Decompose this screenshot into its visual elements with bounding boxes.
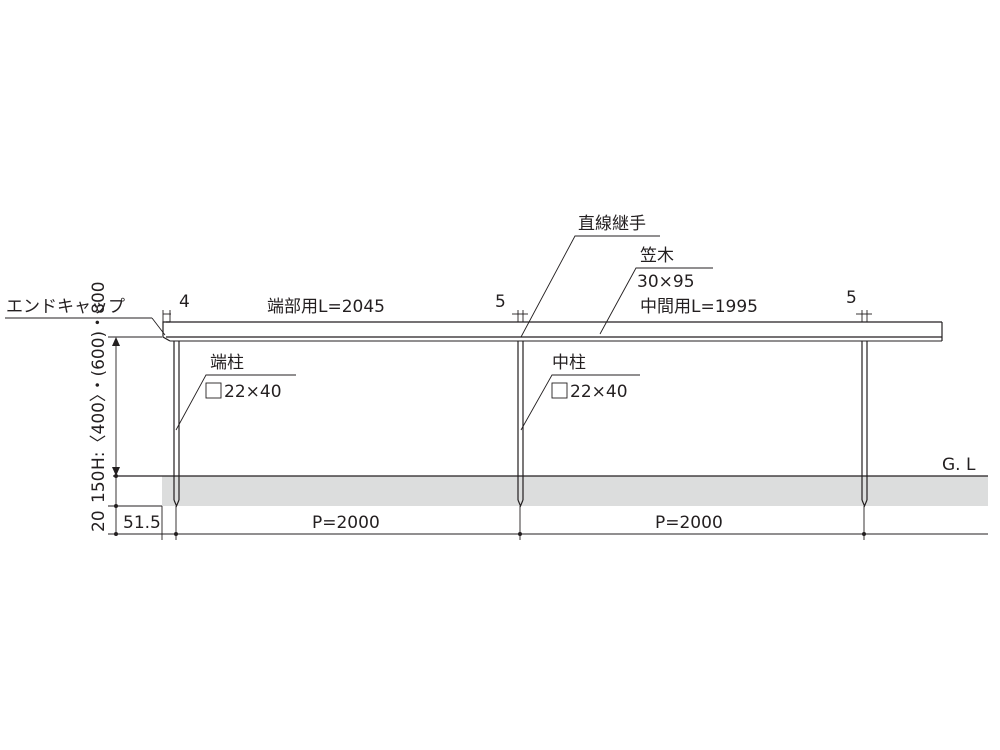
gap-end-label: 4 bbox=[179, 292, 190, 312]
end-cap-label: エンドキャップ bbox=[6, 297, 125, 317]
rail-mid-length-label: 中間用L=1995 bbox=[640, 297, 758, 317]
pitch-dimension bbox=[116, 506, 988, 540]
end-post-size-label: 22×40 bbox=[224, 382, 282, 402]
gap-mark-end bbox=[162, 310, 171, 322]
ground-line-label: G. L bbox=[942, 455, 976, 475]
dim-150-label: 150 bbox=[89, 471, 109, 503]
right-post bbox=[861, 341, 868, 508]
mid-post-leader bbox=[520, 374, 640, 431]
mid-post-size-label: 22×40 bbox=[570, 382, 628, 402]
pitch-right-label: P=2000 bbox=[655, 513, 723, 533]
straight-joint-leader bbox=[520, 235, 660, 338]
mid-post-name-label: 中柱 bbox=[552, 353, 586, 373]
kasagi-name-label: 笠木 bbox=[640, 246, 674, 266]
kasagi-size-label: 30×95 bbox=[637, 272, 695, 292]
end-cap-leader-diag bbox=[151, 317, 166, 336]
dim-20-label: 20 bbox=[89, 510, 109, 532]
end-post bbox=[173, 341, 180, 508]
ground-band bbox=[162, 476, 988, 506]
end-post-leader bbox=[175, 374, 296, 431]
gap-right-label: 5 bbox=[846, 288, 857, 308]
mid-post bbox=[517, 341, 524, 508]
gap-mid-label: 5 bbox=[495, 292, 506, 312]
end-post-square-symbol bbox=[205, 382, 222, 399]
mid-post-square-symbol bbox=[551, 382, 568, 399]
dim-51-5-label: 51.5 bbox=[123, 513, 161, 533]
top-rail bbox=[166, 321, 943, 342]
rail-end-length-label: 端部用L=2045 bbox=[267, 297, 385, 317]
height-options-label: H:〈400〉・(600)・800 bbox=[89, 281, 109, 470]
height-dimension bbox=[108, 336, 162, 476]
gap-mark-mid bbox=[512, 310, 528, 322]
end-cap bbox=[162, 321, 171, 342]
straight-joint-label: 直線継手 bbox=[578, 214, 646, 234]
kasagi-leader bbox=[599, 267, 713, 335]
end-post-name-label: 端柱 bbox=[210, 353, 244, 373]
gap-mark-right bbox=[856, 310, 872, 322]
pitch-left-label: P=2000 bbox=[312, 513, 380, 533]
